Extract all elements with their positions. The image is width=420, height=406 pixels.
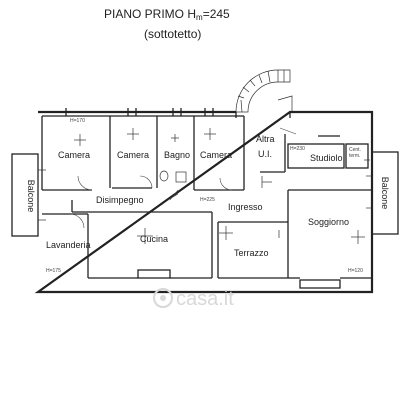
- balcone-left-label: Balcone: [26, 180, 36, 213]
- terrazzo-label: Terrazzo: [234, 248, 269, 258]
- balcony-door-marks: [38, 169, 372, 221]
- cent-term-label-2: term.: [349, 153, 360, 159]
- soggiorno-room: Soggiorno H=120: [287, 189, 372, 289]
- soggiorno-height: H=120: [348, 268, 363, 274]
- altra-ui-label-1: Altra: [256, 134, 275, 144]
- interior-walls-top: [41, 108, 245, 201]
- disimpegno-height: H=225: [200, 197, 215, 203]
- balcone-right: Balcone: [371, 151, 399, 235]
- balcone-right-label: Balcone: [380, 177, 390, 210]
- ingresso-label: Ingresso: [228, 202, 263, 212]
- lavanderia-room: Lavanderia H=175: [42, 213, 91, 278]
- spiral-staircase: [235, 69, 293, 113]
- soggiorno-label: Soggiorno: [308, 217, 349, 227]
- bagno-label: Bagno: [164, 150, 190, 160]
- disimpegno-corridor: Disimpegno H=225: [71, 193, 215, 213]
- camera2-label: Camera: [117, 150, 149, 160]
- disimpegno-label: Disimpegno: [96, 195, 144, 205]
- lavanderia-height: H=175: [46, 268, 61, 274]
- studiolo-height: H=230: [290, 146, 305, 152]
- camera3-label: Camera: [200, 150, 232, 160]
- studiolo-label: Studiolo: [310, 153, 343, 163]
- watermark-text: casa.it: [176, 288, 234, 310]
- cucina-label: Cucina: [140, 234, 168, 244]
- plan-title: PIANO PRIMO Hm=245: [104, 7, 230, 22]
- altra-ui-area: Altra U.I.: [256, 127, 297, 188]
- ingresso-area: Ingresso Terrazzo: [217, 202, 289, 279]
- balcone-left: Balcone: [11, 153, 39, 237]
- camera1-label: Camera: [58, 150, 90, 160]
- studiolo-area: H=230 Studiolo Cent. term.: [287, 135, 370, 169]
- outer-walls: [34, 110, 374, 294]
- casa-it-watermark: casa.it: [153, 288, 234, 310]
- cucina-room: Cucina: [88, 212, 213, 279]
- camera1-height: H=170: [70, 118, 85, 124]
- plan-subtitle: (sottotetto): [144, 27, 201, 41]
- lavanderia-label: Lavanderia: [46, 240, 91, 250]
- altra-ui-label-2: U.I.: [258, 149, 272, 159]
- cent-term-label-1: Cent.: [349, 147, 361, 153]
